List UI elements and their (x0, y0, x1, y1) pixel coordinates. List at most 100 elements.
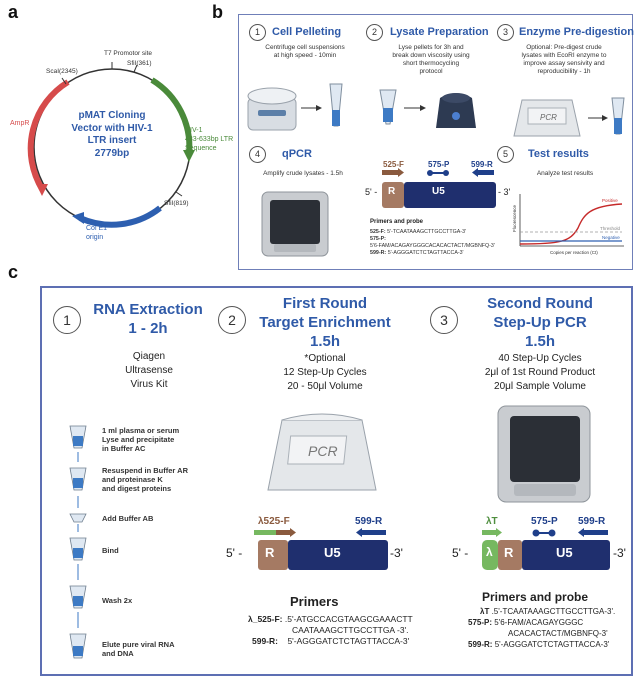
c2-primer-list: λ_525-F: .5'-ATGCCACGTAAGCGAAACTT CAATAA… (248, 614, 413, 647)
centrifuge-image (247, 83, 343, 131)
c3-primer-row: 599-R: 5'-AGGGATCTCTAGTTACCA-3' (468, 639, 615, 650)
b-u5-text: U5 (432, 186, 445, 197)
c-col3-title: Second Round Step-Up PCR 1.5h (460, 294, 620, 351)
panel-label-c: c (8, 262, 19, 282)
c3-primer-row: 575-P: 5'6-FAM/ACAGAYGGGC (468, 617, 615, 628)
b-step2-desc: Lyse pellets for 3h and break down visco… (375, 44, 487, 76)
b-p-probe-label: 575-P (428, 160, 450, 169)
rna-extraction-tubes (69, 425, 87, 659)
c-col1-title-line2: 1 - 2h (128, 320, 168, 337)
b-r-text: R (388, 186, 396, 197)
c-col2-desc-line1: *Optional (304, 353, 346, 364)
c3-primer-row: λT .5'-TCAATAAAGCTTGCCTTGA-3'. (468, 606, 615, 617)
vortex-image (379, 89, 476, 128)
c2-primer-seq: CAATAAAGCTTGCCTTGA -3'. (292, 625, 409, 635)
c3-primer-name: 599-R: (468, 640, 493, 649)
c3-r-primer-label: 599-R (578, 516, 606, 527)
b-step5-title: Test results (528, 148, 589, 160)
c-col3-title-line2: Step-Up PCR (493, 314, 587, 331)
c3-primer-list: λT .5'-TCAATAAAGCTTGCCTTGA-3'. 575-P: 5'… (468, 606, 615, 650)
threshold-label: Threshold (600, 226, 621, 231)
c3-primers-title: Primers and probe (482, 590, 589, 604)
c2-primer-seq: 5'-AGGGATCTCTAGTTACCA-3' (287, 636, 410, 646)
c-col3-desc-line1: 40 Step-Up Cycles (498, 353, 582, 364)
c-col3-desc: 40 Step-Up Cycles 2μl of 1st Round Produ… (455, 352, 625, 394)
b-amplicon-diagram (382, 168, 496, 208)
b-step3-desc-line4: reproducibility - 1h (537, 68, 591, 75)
c2-amplicon-diagram (254, 528, 388, 570)
c3-lambda-text: λ (486, 545, 493, 559)
c2-primer-row: 599-R: 5'-AGGGATCTCTAGTTACCA-3' (248, 636, 413, 647)
c-extraction-step2-line1: Resuspend in Buffer AR (102, 466, 188, 475)
sfi819-label: SfiI(819) (164, 200, 189, 207)
b-step1-desc-line2: at high speed - 10min (273, 52, 337, 59)
c-extraction-step2-line3: and digest proteins (102, 484, 172, 493)
plasmid-title-line4: 2779bp (94, 147, 130, 159)
negative-label: Negative (602, 235, 620, 240)
b-step4-desc: Amplify crude lysates - 1.5h (248, 170, 358, 178)
c3-r-arrow (584, 530, 608, 535)
c3-lambda-arrow (482, 530, 496, 535)
positive-label: Positive (602, 198, 618, 203)
c2-u5-text: U5 (324, 545, 341, 560)
plasmid-map (27, 62, 195, 228)
b-f-arrow (382, 170, 398, 175)
results-xlabel: Copies per reaction (Ct) (550, 250, 598, 255)
b-step1-number: 1 (249, 24, 266, 41)
b-primer-name: 599-R: (370, 250, 387, 256)
cole1-label-line1: Col E1 (86, 225, 108, 232)
b-primer-row: 599-R: 5'-AGGGATCTCTAGTTACCA-3' (370, 250, 495, 257)
plasmid-title-line3: LTR insert (87, 135, 137, 146)
hiv-arrowhead (183, 150, 195, 162)
c3-u5-text: U5 (556, 545, 573, 560)
b-step3-title: Enzyme Pre-digestion (519, 26, 634, 38)
c2-lambda-arrow (254, 530, 276, 535)
b-r-primer-label: 599-R (471, 160, 493, 169)
b-primer-row: 5'6-FAM/ACAGAYGGGCACACACTACT/MGBNFQ-3' (370, 243, 495, 250)
b-primer-seq: 5'-TCAATAAAGCTTGCCTTGA-3' (387, 229, 467, 235)
c3-primer-seq: ACACACTACT/MGBNFQ-3' (508, 629, 608, 638)
hiv-label-line3: Sequence (185, 145, 217, 152)
sfi819-tick (175, 191, 183, 197)
sfi361-tick (133, 64, 138, 73)
c-extraction-step4: Bind (102, 546, 119, 555)
b-r-arrow (478, 170, 494, 175)
b-r-region (382, 182, 404, 208)
cole1-arrowhead (72, 212, 84, 224)
c3-primer-name: λT (480, 607, 490, 616)
c3-p-probe-label: 575-P (531, 516, 558, 527)
c2-primer-name: λ_525-F: (248, 614, 283, 624)
panel-label-b: b (212, 2, 223, 22)
b-step5-desc-line1: Analyze test results (536, 170, 594, 177)
c-col2-title-line3: 1.5h (309, 333, 340, 350)
c-step3-number: 3 (430, 306, 458, 334)
c3-u5-region (522, 540, 610, 570)
results-ylabel: Fluorescence (512, 204, 517, 232)
c-col1-kit: Qiagen Ultrasense Virus Kit (100, 350, 198, 392)
c3-lt-label: λT (486, 516, 498, 527)
c2-r-region (258, 540, 288, 570)
b-step3-desc-line2: lysates with EcoRI enzyme to (521, 52, 607, 59)
c-col1-title-line1: RNA Extraction (93, 301, 203, 318)
b-five-prime: 5' - (365, 187, 378, 197)
b-primers-title: Primers and probe (370, 219, 424, 225)
c-extraction-step6-line2: and DNA (102, 649, 134, 658)
c2-r-text: R (265, 545, 275, 560)
c-extraction-step5: Wash 2x (102, 596, 133, 605)
b-pcr-label: PCR (540, 113, 557, 122)
plasmid-title-line2: Vector with HIV-1 (71, 122, 153, 134)
c2-five-prime: 5' - (226, 546, 243, 560)
c-col2-title: First Round Target Enrichment 1.5h (250, 294, 400, 351)
ampr-arrowhead (36, 184, 48, 196)
b-u5-region (404, 182, 496, 208)
c3-primer-seq: 5'-AGGGATCTCTAGTTACCA-3' (494, 640, 610, 649)
c-extraction-step1: 1 ml plasma or serum Lyse and precipitat… (102, 426, 179, 453)
thermocycler-image-large: PCR (267, 413, 377, 491)
c2-f-primer-label: λ525-F (258, 516, 290, 527)
b-step3-number: 3 (497, 24, 514, 41)
b-step4-title: qPCR (282, 148, 312, 160)
b-step1-desc: Centrifuge cell suspensions at high spee… (255, 44, 355, 60)
c-extraction-step3: Add Buffer AB (102, 514, 154, 523)
b-step2-number: 2 (366, 24, 383, 41)
b-step3-desc: Optional: Pre-digest crude lysates with … (506, 44, 622, 76)
